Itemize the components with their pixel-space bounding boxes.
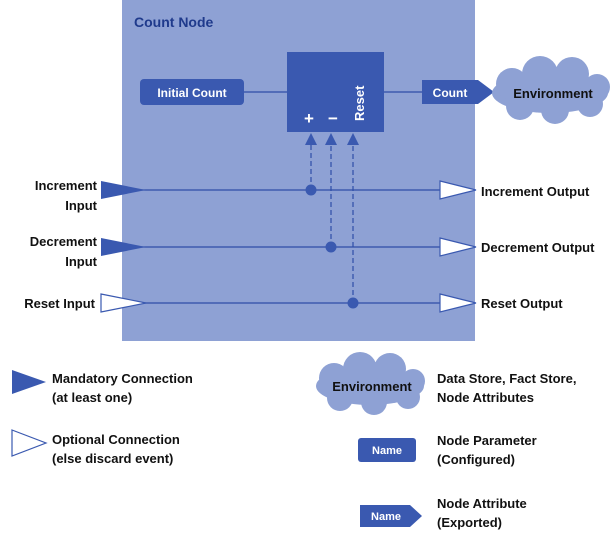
legend-parameter-box [358, 438, 416, 462]
reset-input-label: Reset Input [24, 296, 95, 311]
minus-port-label: − [328, 109, 338, 128]
legend-attribute-desc-1: Node Attribute [437, 496, 527, 511]
legend-attribute-desc-2: (Exported) [437, 515, 502, 530]
legend-optional-icon [11, 429, 48, 457]
counter-core-box [287, 52, 384, 132]
reset-output-optional-icon [439, 293, 477, 313]
event-arrowheads [305, 133, 359, 145]
reset-input-optional-icon [100, 293, 147, 313]
decrement-input-label-1: Decrement [30, 234, 98, 249]
legend-environment-desc-2: Node Attributes [437, 390, 534, 405]
legend-environment-cloud [316, 352, 425, 415]
node-title: Count Node [134, 14, 214, 30]
increment-input-label-2: Input [65, 198, 97, 213]
legend-environment-desc-1: Data Store, Fact Store, [437, 371, 576, 386]
legend-parameter-desc-2: (Configured) [437, 452, 515, 467]
legend-mandatory-label-1: Mandatory Connection [52, 371, 193, 386]
environment-label: Environment [513, 86, 593, 101]
reset-port-label: Reset [352, 85, 367, 121]
legend-environment-label: Environment [332, 379, 412, 394]
initial-count-param [140, 79, 244, 105]
increment-input-mandatory-icon [101, 181, 146, 199]
legend-attribute-name: Name [371, 511, 401, 523]
increment-junction [305, 184, 317, 196]
legend-mandatory-label-2: (at least one) [52, 390, 132, 405]
plus-port-label: + [304, 109, 314, 128]
decrement-input-label-2: Input [65, 254, 97, 269]
legend-parameter-desc-1: Node Parameter [437, 433, 537, 448]
legend-attribute-arrow [360, 505, 422, 527]
decrement-junction [325, 241, 337, 253]
decrement-output-optional-icon [439, 237, 477, 257]
count-attribute-arrow [422, 80, 494, 104]
event-dashed-lines [310, 144, 354, 303]
legend-optional-label-1: Optional Connection [52, 432, 180, 447]
legend-optional-label-2: (else discard event) [52, 451, 173, 466]
environment-cloud [492, 56, 610, 124]
count-label: Count [433, 86, 468, 100]
reset-junction [347, 297, 359, 309]
increment-input-label-1: Increment [35, 178, 98, 193]
reset-output-label: Reset Output [481, 296, 563, 311]
increment-output-optional-icon [439, 180, 477, 200]
count-node-box [122, 0, 475, 341]
decrement-output-label: Decrement Output [481, 240, 595, 255]
legend-parameter-name: Name [372, 445, 402, 457]
legend-mandatory-icon [12, 370, 46, 394]
increment-output-label: Increment Output [481, 184, 590, 199]
initial-count-label: Initial Count [157, 86, 226, 100]
decrement-input-mandatory-icon [101, 238, 146, 256]
